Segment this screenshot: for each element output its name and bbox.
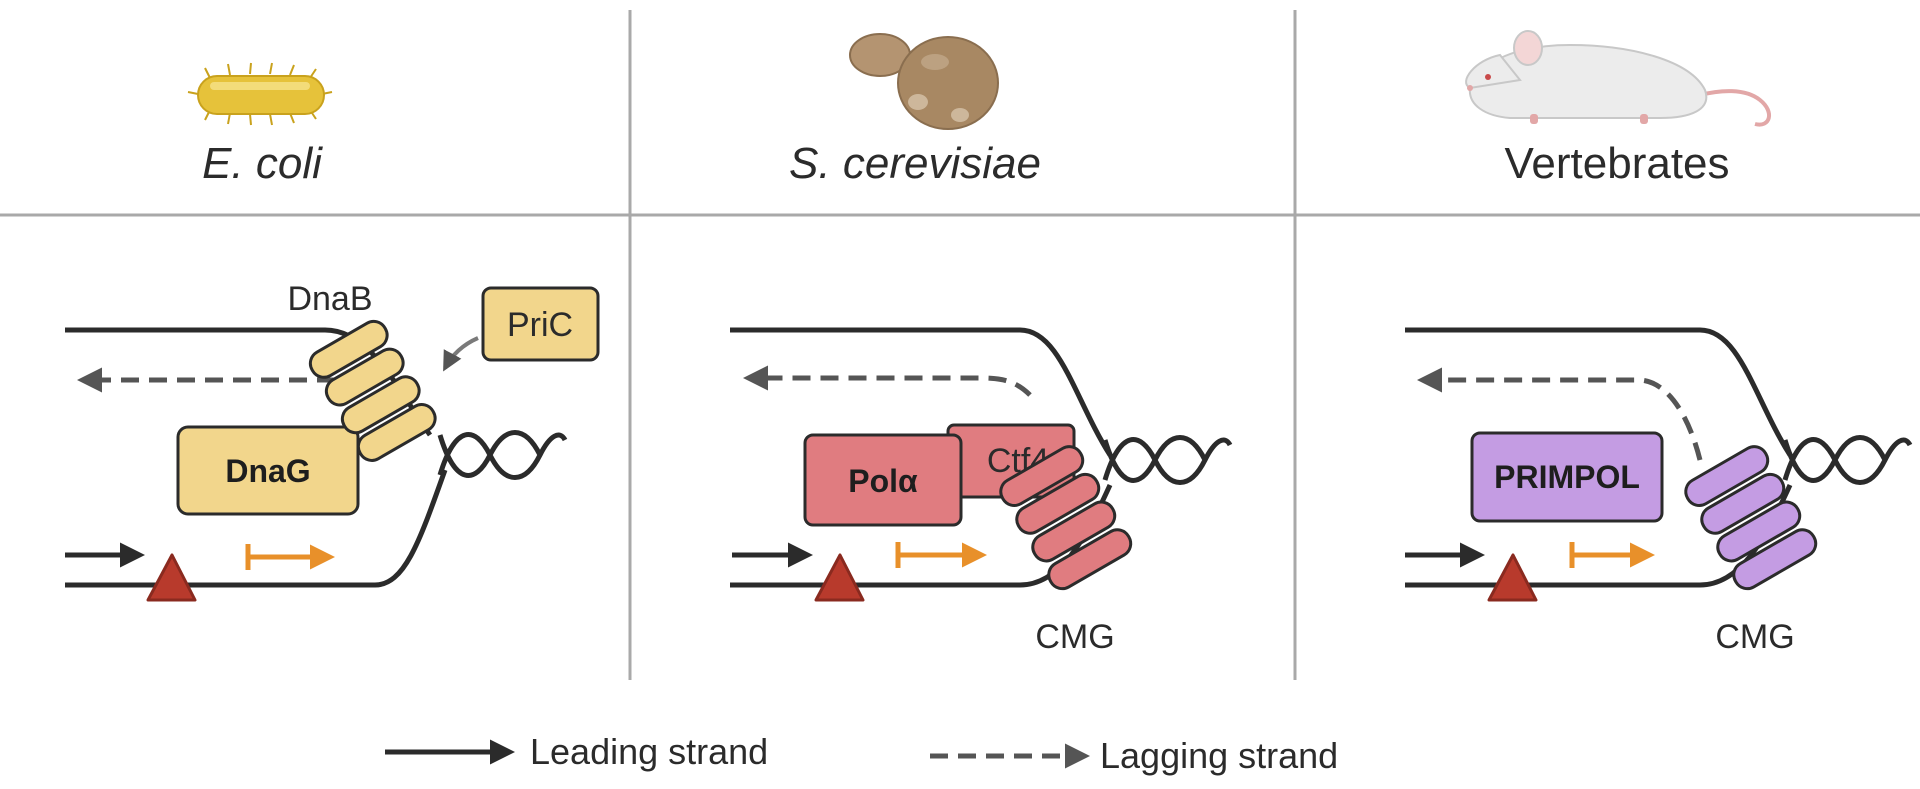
- dnag-label: DnaG: [225, 453, 310, 489]
- pric-label: PriC: [507, 306, 573, 344]
- yeast-cmg-label: CMG: [1035, 618, 1114, 656]
- ecoli-bottom-strand: [65, 469, 448, 588]
- yeast-duplex: [1102, 435, 1233, 485]
- vert-duplex: [1782, 435, 1913, 485]
- pola-label: Polα: [848, 463, 918, 499]
- pric-loading-arrow: [443, 336, 479, 372]
- dnab-helicase: [308, 319, 437, 462]
- panel-ecoli: DnaG DnaB PriC: [65, 280, 600, 602]
- ecoli-lesion: [146, 553, 197, 602]
- ecoli-duplex: [437, 430, 568, 480]
- legend: Leading strand Lagging strand: [385, 731, 1338, 776]
- primpol-box: [1470, 431, 1664, 523]
- organism-label-vertebrates: Vertebrates: [1504, 139, 1729, 188]
- bacterium-icon: [187, 62, 333, 126]
- legend-leading-label: Leading strand: [530, 731, 768, 772]
- yeast-lesion: [814, 553, 865, 602]
- vert-lagging-arrow: [1417, 367, 1703, 461]
- yeast-icon: [849, 33, 999, 130]
- yeast-cmg-helicase: [999, 445, 1133, 591]
- yeast-lagging-arrow: [743, 365, 1032, 397]
- panel-vertebrates: PRIMPOL CMG: [1405, 327, 1913, 656]
- vert-lesion: [1487, 553, 1538, 602]
- yeast-top-strand: [730, 327, 1113, 457]
- primpol-label: PRIMPOL: [1494, 459, 1640, 495]
- organism-label-yeast: S. cerevisiae: [789, 139, 1041, 188]
- panel-grid: [0, 10, 1920, 680]
- vert-cmg-helicase: [1684, 445, 1818, 591]
- pola-box: [803, 433, 963, 527]
- pric-box: [481, 286, 600, 362]
- vert-cmg-label: CMG: [1715, 618, 1794, 656]
- dnag-box: [176, 425, 360, 516]
- dnab-label: DnaB: [287, 280, 372, 318]
- panel-yeast: Ctf4 Polα CMG: [730, 327, 1233, 656]
- vert-top-strand: [1405, 327, 1793, 457]
- legend-lagging-label: Lagging strand: [1100, 735, 1338, 776]
- organism-label-ecoli: E. coli: [202, 139, 323, 188]
- mouse-icon: [1465, 30, 1771, 127]
